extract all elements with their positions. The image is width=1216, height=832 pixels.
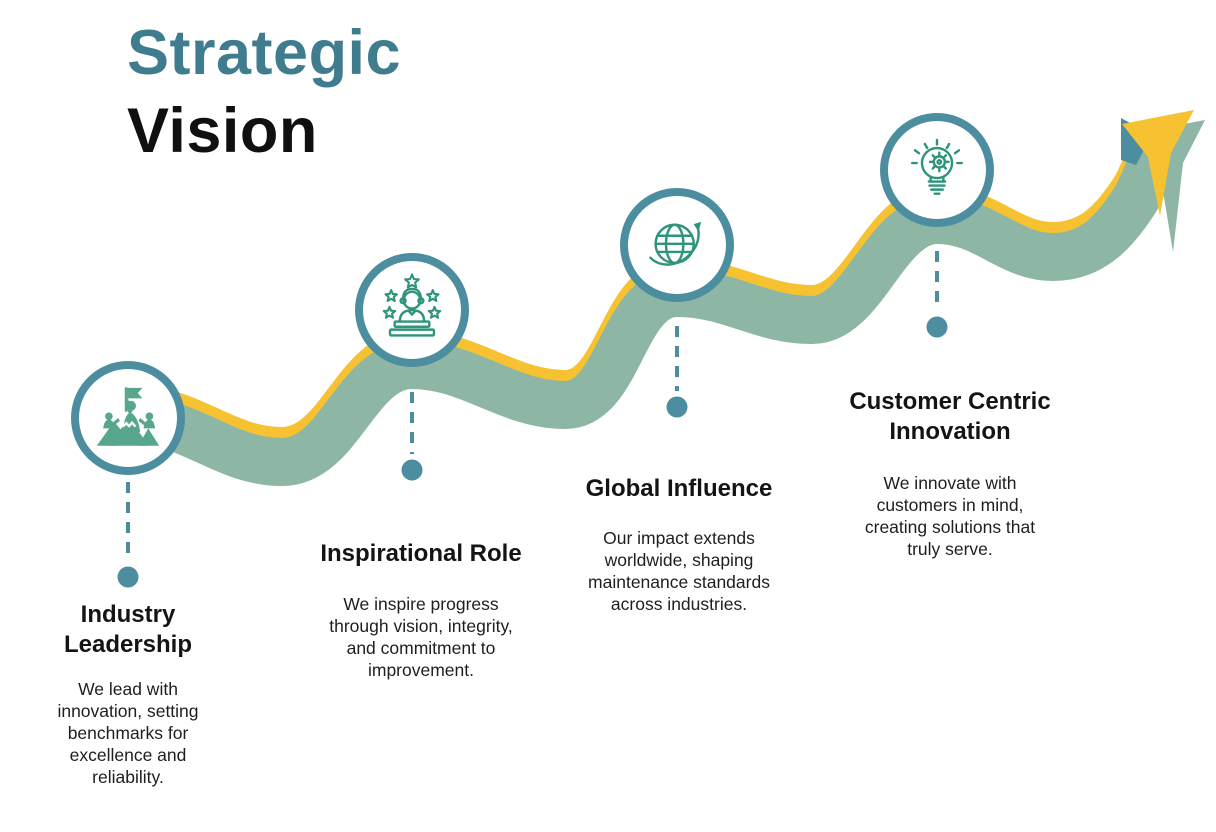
connector-dot-2 xyxy=(401,459,423,481)
milestone-heading: Inspirational Role xyxy=(320,540,522,567)
milestone-industry-leadership: Industry Leadership We lead with innovat… xyxy=(18,600,238,788)
milestone-description: We innovate with customers in mind, crea… xyxy=(864,473,1036,559)
milestone-description: We lead with innovation, setting benchma… xyxy=(57,679,199,787)
globe-orbit-arrow-icon xyxy=(649,221,702,266)
connector-dot-4 xyxy=(926,316,948,338)
milestone-node-1 xyxy=(71,361,185,475)
milestone-node-2 xyxy=(355,253,469,367)
milestone-description: Our impact extends worldwide, shaping ma… xyxy=(588,528,770,614)
milestone-global-influence: Global Influence Our impact extends worl… xyxy=(549,474,809,615)
milestone-description: We inspire progress through vision, inte… xyxy=(329,594,513,680)
milestone-node-4 xyxy=(880,113,994,227)
milestone-node-3 xyxy=(620,188,734,302)
milestone-heading: Customer Centric Innovation xyxy=(849,388,1051,445)
title-word-vision: Vision xyxy=(127,96,318,166)
milestone-customer-centric-innovation: Customer Centric Innovation We innovate … xyxy=(820,387,1080,560)
title-word-strategic: Strategic xyxy=(127,18,402,88)
milestone-connectors xyxy=(117,231,948,588)
ribbon-green-band xyxy=(94,147,1177,487)
milestone-heading: Industry Leadership xyxy=(63,601,193,658)
milestone-inspirational-role: Inspirational Role We inspire progress t… xyxy=(291,539,551,681)
lightbulb-gear-idea-icon xyxy=(910,138,964,195)
presenter-stars-icon xyxy=(384,275,441,337)
arrow-head-yellow xyxy=(1122,110,1194,216)
connector-dot-1 xyxy=(117,566,139,588)
page-title: Strategic Vision xyxy=(127,14,401,170)
growth-arrow-head xyxy=(1121,110,1205,252)
connector-dot-3 xyxy=(666,396,688,418)
mountain-flag-achievement-icon xyxy=(96,387,160,446)
milestone-heading: Global Influence xyxy=(585,475,773,502)
milestone-circle-4 xyxy=(880,113,994,227)
